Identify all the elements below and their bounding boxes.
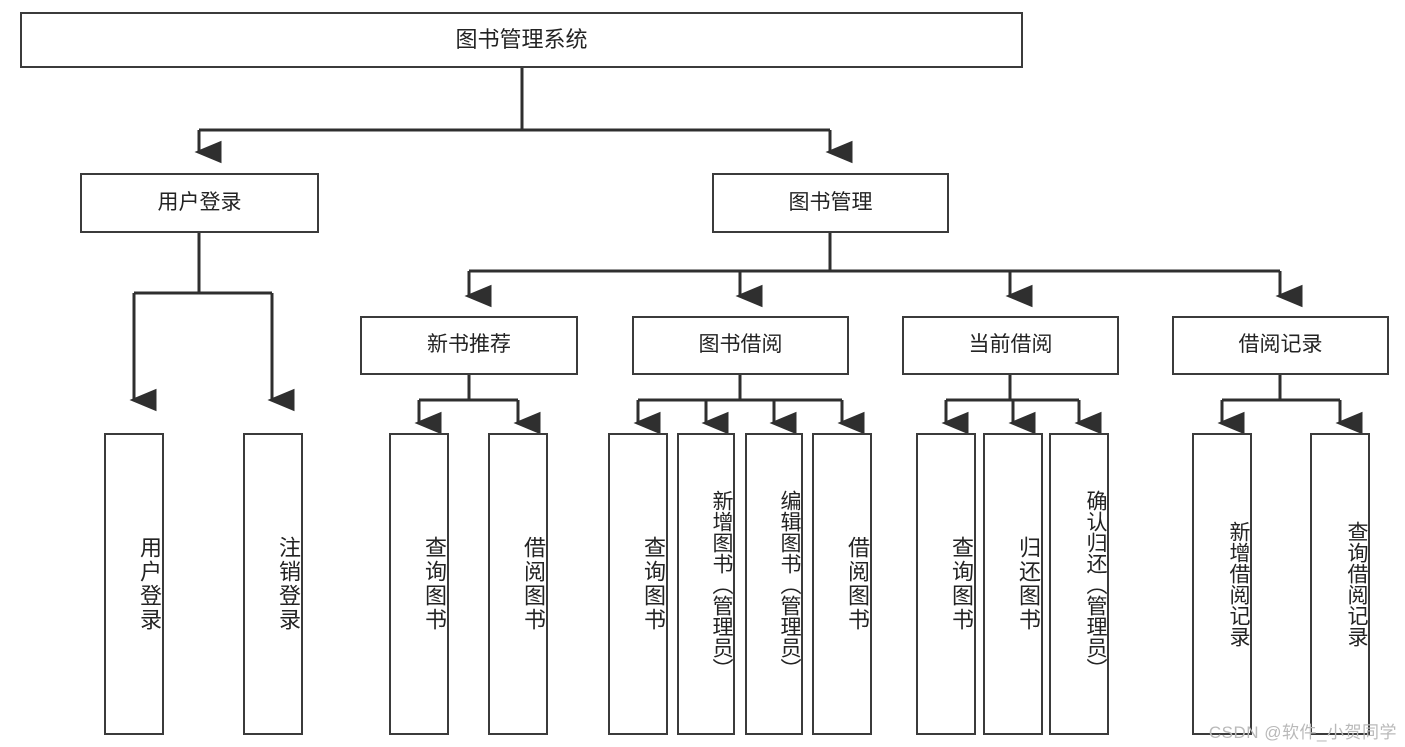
- node-current-borrow-label: 当前借阅: [968, 333, 1053, 357]
- node-leaf-borrow-book-2[interactable]: 借阅图书: [812, 433, 872, 735]
- node-book-manage-label: 图书管理: [788, 190, 873, 214]
- node-leaf-logout[interactable]: 注销登录: [243, 433, 303, 735]
- node-book-borrow[interactable]: 图书借阅: [632, 316, 849, 375]
- node-leaf-query-record[interactable]: 查询借阅记录: [1310, 433, 1370, 735]
- node-leaf-query-book-2[interactable]: 查询图书: [608, 433, 668, 735]
- node-leaf-borrow-book-1[interactable]: 借阅图书: [488, 433, 548, 735]
- node-leaf-query-book-1-label: 查询图书: [422, 536, 447, 632]
- node-leaf-confirm-return[interactable]: 确认归还（管理员）: [1049, 433, 1109, 735]
- node-leaf-query-book-3[interactable]: 查询图书: [916, 433, 976, 735]
- node-user-login-label: 用户登录: [157, 190, 242, 214]
- node-leaf-query-book-1[interactable]: 查询图书: [389, 433, 449, 735]
- node-leaf-borrow-book-1-label: 借阅图书: [521, 536, 546, 632]
- node-leaf-add-record[interactable]: 新增借阅记录: [1192, 433, 1252, 735]
- node-leaf-return-book-label: 归还图书: [1016, 536, 1041, 632]
- node-borrow-record[interactable]: 借阅记录: [1172, 316, 1389, 375]
- node-borrow-record-label: 借阅记录: [1238, 333, 1323, 357]
- node-leaf-user-login[interactable]: 用户登录: [104, 433, 164, 735]
- node-new-book-rec[interactable]: 新书推荐: [360, 316, 578, 375]
- node-book-manage[interactable]: 图书管理: [712, 173, 949, 233]
- node-user-login[interactable]: 用户登录: [80, 173, 319, 233]
- node-current-borrow[interactable]: 当前借阅: [902, 316, 1119, 375]
- node-root[interactable]: 图书管理系统: [20, 12, 1023, 68]
- node-leaf-add-book-label: 新增图书（管理员）: [710, 489, 733, 679]
- node-leaf-add-record-label: 新增借阅记录: [1227, 521, 1250, 647]
- node-leaf-query-record-label: 查询借阅记录: [1345, 521, 1368, 647]
- node-leaf-logout-label: 注销登录: [276, 536, 301, 632]
- watermark: CSDN @软件_小贺同学: [1208, 723, 1397, 742]
- node-leaf-add-book[interactable]: 新增图书（管理员）: [677, 433, 735, 735]
- node-leaf-confirm-return-label: 确认归还（管理员）: [1084, 489, 1107, 679]
- node-leaf-query-book-2-label: 查询图书: [641, 536, 666, 632]
- node-leaf-user-login-label: 用户登录: [137, 536, 162, 632]
- node-root-label: 图书管理系统: [455, 27, 588, 53]
- node-leaf-edit-book[interactable]: 编辑图书（管理员）: [745, 433, 803, 735]
- node-new-book-rec-label: 新书推荐: [427, 333, 511, 357]
- node-leaf-query-book-3-label: 查询图书: [949, 536, 974, 632]
- node-leaf-edit-book-label: 编辑图书（管理员）: [778, 489, 801, 679]
- node-leaf-return-book[interactable]: 归还图书: [983, 433, 1043, 735]
- node-book-borrow-label: 图书借阅: [698, 333, 783, 357]
- node-leaf-borrow-book-2-label: 借阅图书: [845, 536, 870, 632]
